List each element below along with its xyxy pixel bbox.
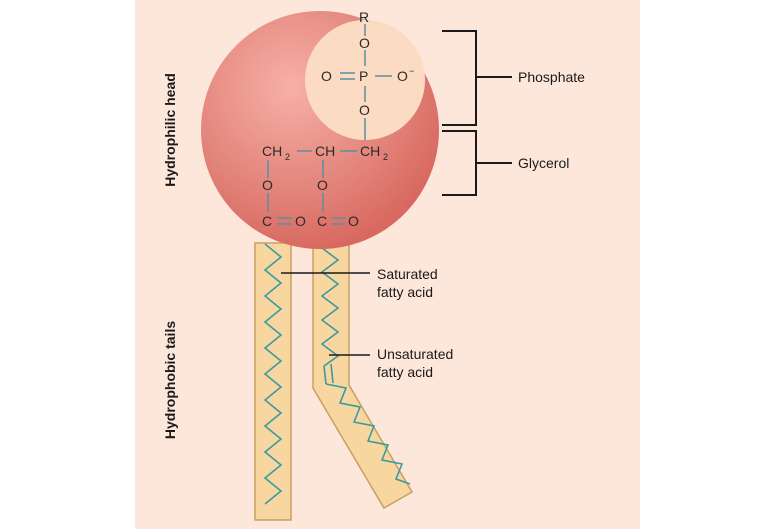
carbonyl-carbon-right: C <box>317 213 327 229</box>
unsaturated-chain-upper <box>320 247 340 367</box>
carbonyl-oxygen-left: O <box>295 213 306 229</box>
unsaturated-chain-lower <box>325 383 411 485</box>
ester-oxygen-left: O <box>262 177 273 193</box>
unsaturated-label-line2: fatty acid <box>377 364 433 380</box>
saturated-label-line1: Saturated <box>377 266 438 282</box>
phosphate-region <box>305 20 425 140</box>
oxygen-double: O <box>321 68 332 84</box>
oxygen-top: O <box>359 35 370 51</box>
oxygen-charged: O <box>397 68 408 84</box>
ester-oxygen-right: O <box>317 177 328 193</box>
chemical-formula: R O O P O − O CH 2 CH CH 2 O O C O C O <box>262 9 414 229</box>
phosphate-label: Phosphate <box>518 69 585 85</box>
carbonyl-oxygen-right: O <box>348 213 359 229</box>
r-group: R <box>359 9 369 25</box>
bonds <box>267 24 392 225</box>
phosphate-bracket <box>442 30 512 126</box>
saturated-chain <box>263 243 283 505</box>
carbonyl-carbon-left: C <box>262 213 272 229</box>
ch2-right-sub: 2 <box>383 152 388 162</box>
oxygen-lower: O <box>359 102 370 118</box>
saturated-label-line2: fatty acid <box>377 284 433 300</box>
glycerol-label: Glycerol <box>518 155 569 171</box>
double-bond-b <box>330 363 334 384</box>
ch2-left-sub: 2 <box>285 152 290 162</box>
saturated-tail <box>254 242 292 521</box>
ch2-left: CH <box>262 143 282 159</box>
hydrophilic-head-label: Hydrophilic head <box>162 73 178 187</box>
phosphorus: P <box>359 68 368 84</box>
unsaturated-label-line1: Unsaturated <box>377 346 453 362</box>
double-bond-a <box>323 365 327 385</box>
ch2-right: CH <box>360 143 380 159</box>
hydrophobic-tails-label: Hydrophobic tails <box>162 321 178 439</box>
ch-middle: CH <box>315 143 335 159</box>
glycerol-bracket <box>442 130 512 196</box>
negative-charge: − <box>409 66 414 76</box>
